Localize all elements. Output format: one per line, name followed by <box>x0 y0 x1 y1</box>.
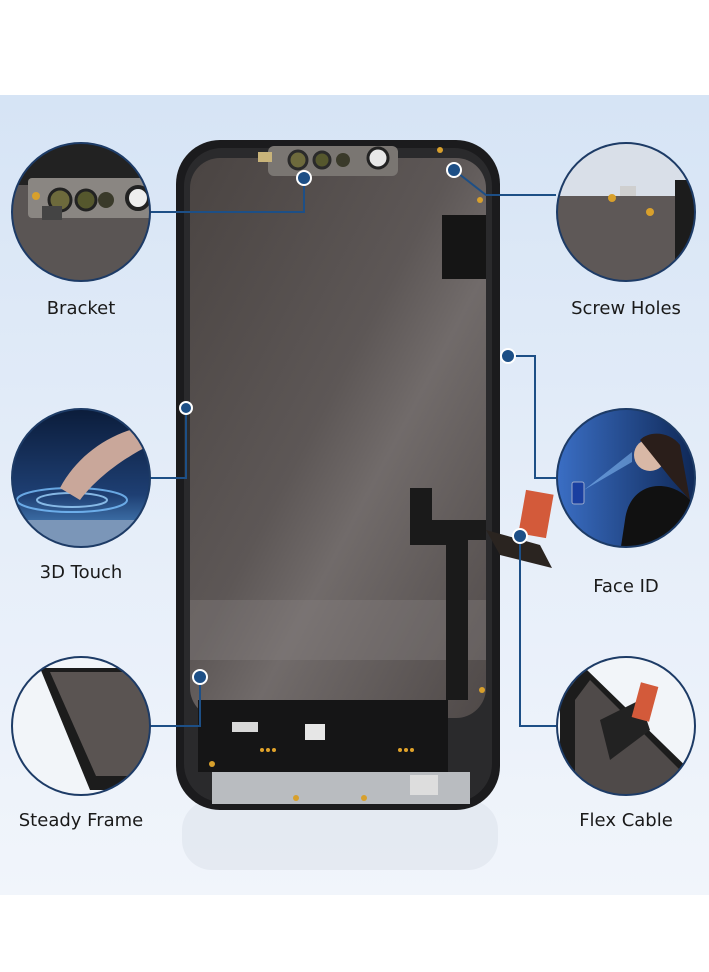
marker-dot <box>179 401 193 415</box>
frame-detail-circle <box>11 656 151 796</box>
face-id-label: Face ID <box>593 576 659 597</box>
marker-dot <box>446 162 462 178</box>
marker-dot <box>296 170 312 186</box>
marker-dot <box>500 348 516 364</box>
touch-label: 3D Touch <box>39 562 123 583</box>
bracket-detail-circle <box>11 142 151 282</box>
frame-label: Steady Frame <box>18 810 144 831</box>
flex-label: Flex Cable <box>579 810 673 831</box>
callout-lines <box>150 169 556 727</box>
bracket-label: Bracket <box>46 298 116 319</box>
marker-dot <box>512 528 528 544</box>
display-assembly <box>176 140 554 810</box>
flex-detail-circle <box>556 656 696 796</box>
marker-dot <box>192 669 208 685</box>
screw-holes-label: Screw Holes <box>571 298 681 319</box>
